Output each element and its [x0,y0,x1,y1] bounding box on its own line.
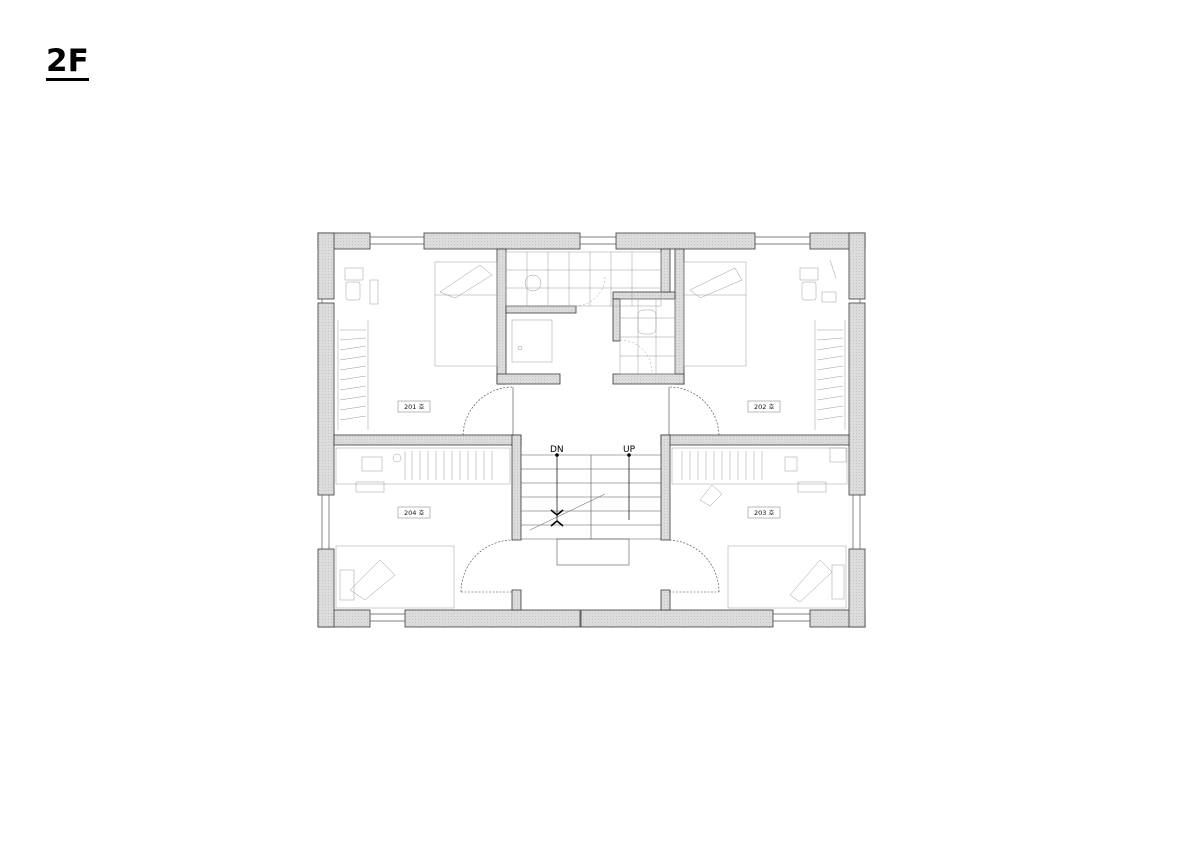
room-label-202-text: 202 호 [754,403,774,411]
stair-up-label: UP [623,445,636,455]
room-label-202: 202 호 [747,400,781,413]
room-label-201: 201 호 [397,400,431,413]
bathroom-right [619,298,676,375]
room-204-furniture [335,447,511,609]
room-201-furniture [337,261,498,430]
windows [321,236,861,622]
room-label-203: 203 호 [747,506,781,519]
stair [521,453,661,566]
doors [460,386,720,593]
room-label-204: 204 호 [397,506,431,519]
room-label-201-text: 201 호 [404,403,424,411]
room-label-203-text: 203 호 [754,509,774,517]
room-203-furniture [671,447,848,609]
room-202-furniture [683,259,846,430]
exterior-walls [317,232,866,628]
interior-walls [333,248,850,611]
floor-title: 2F [46,43,89,81]
stair-down-label: DN [550,445,564,455]
room-label-204-text: 204 호 [404,509,424,517]
bathroom-left [505,251,662,363]
